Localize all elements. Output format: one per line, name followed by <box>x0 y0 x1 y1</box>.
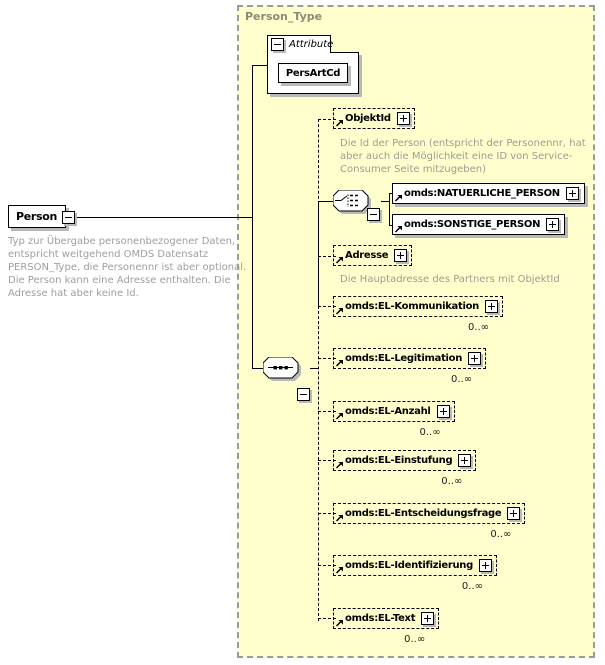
person-type-title: Person_Type <box>245 10 323 23</box>
stub-choice <box>318 201 333 202</box>
reference-arrow-icon <box>335 462 343 469</box>
element-sonstige-person-label: omds:SONSTIGE_PERSON <box>404 219 541 230</box>
element-el-identifizierung-wrap: omds:EL-Identifizierung 0..∞ <box>333 555 500 592</box>
reference-arrow-icon <box>335 567 343 574</box>
choice-compositor-icon <box>332 189 371 214</box>
person-collapse-icon[interactable] <box>62 211 75 224</box>
reference-arrow-icon <box>335 413 343 420</box>
element-el-entscheidungsfrage-label: omds:EL-Entscheidungsfrage <box>345 508 502 519</box>
element-natuerliche-person-label: omds:NATUERLICHE_PERSON <box>404 188 560 199</box>
stub-el-kommunikation <box>318 306 336 307</box>
choice-compositor <box>332 189 374 221</box>
expand-icon[interactable] <box>546 218 560 231</box>
element-el-anzahl-label: omds:EL-Anzahl <box>345 406 431 417</box>
attribute-persartcd-label: PersArtCd <box>285 67 341 79</box>
connector-children-lower <box>318 306 319 621</box>
choice-collapse-icon[interactable] <box>367 208 380 221</box>
element-el-entscheidungsfrage[interactable]: omds:EL-Entscheidungsfrage <box>333 503 529 527</box>
element-objektid-label: ObjektId <box>345 113 391 124</box>
connector-trunk-vertical <box>252 65 253 368</box>
expand-icon[interactable] <box>436 405 450 418</box>
element-el-legitimation-wrap: omds:EL-Legitimation 0..∞ <box>333 348 490 385</box>
element-sonstige-person[interactable]: omds:SONSTIGE_PERSON <box>392 214 566 235</box>
occurrence-label: 0..∞ <box>490 529 512 540</box>
attribute-group-tab: Attribute <box>267 35 334 53</box>
expand-icon[interactable] <box>394 249 408 262</box>
reference-arrow-icon <box>394 226 402 233</box>
occurrence-label: 0..∞ <box>451 374 473 385</box>
sequence-compositor-icon <box>262 356 301 381</box>
connector-sequence-out <box>310 368 319 369</box>
element-el-identifizierung-label: omds:EL-Identifizierung <box>345 560 473 571</box>
occurrence-label: 0..∞ <box>419 427 441 438</box>
reference-arrow-icon <box>335 620 343 627</box>
element-el-kommunikation[interactable]: omds:EL-Kommunikation <box>333 296 506 320</box>
reference-arrow-icon <box>335 120 343 127</box>
connector-children-upper <box>318 119 319 204</box>
stub-el-text <box>318 618 336 619</box>
element-el-identifizierung[interactable]: omds:EL-Identifizierung <box>333 555 500 579</box>
sequence-compositor <box>262 356 304 388</box>
element-el-legitimation-label: omds:EL-Legitimation <box>345 353 463 364</box>
reference-arrow-icon <box>335 360 343 367</box>
stub-el-identifizierung <box>318 565 336 566</box>
element-objektid[interactable]: ObjektId <box>333 108 415 129</box>
occurrence-label: 0..∞ <box>467 322 489 333</box>
element-el-entscheidungsfrage-wrap: omds:EL-Entscheidungsfrage 0..∞ <box>333 503 529 540</box>
element-natuerliche-person[interactable]: omds:NATUERLICHE_PERSON <box>392 183 585 204</box>
element-el-einstufung-label: omds:EL-Einstufung <box>345 455 453 466</box>
stub-adresse <box>318 256 336 257</box>
element-el-text-wrap: omds:EL-Text 0..∞ <box>333 608 443 645</box>
element-adresse[interactable]: Adresse <box>333 245 413 266</box>
attribute-persartcd[interactable]: PersArtCd <box>278 63 348 83</box>
attribute-collapse-icon[interactable] <box>271 38 284 51</box>
occurrence-label: 0..∞ <box>441 476 463 487</box>
expand-icon[interactable] <box>421 612 435 625</box>
element-person-label: Person <box>16 210 58 223</box>
occurrence-label: 0..∞ <box>461 581 483 592</box>
occurrence-label: 0..∞ <box>404 634 426 645</box>
expand-icon[interactable] <box>565 187 579 200</box>
objektid-annotation: Die Id der Person (entspricht der Person… <box>340 138 586 175</box>
reference-arrow-icon <box>335 308 343 315</box>
element-el-kommunikation-label: omds:EL-Kommunikation <box>345 301 479 312</box>
element-person[interactable]: Person <box>8 205 66 228</box>
element-el-anzahl-wrap: omds:EL-Anzahl 0..∞ <box>333 401 458 438</box>
person-type-container <box>237 5 595 658</box>
connector-branch-top <box>389 193 393 194</box>
connector-choice-branch <box>389 193 390 225</box>
expand-icon[interactable] <box>396 112 410 125</box>
attribute-group-label: Attribute <box>289 39 334 50</box>
expand-icon[interactable] <box>507 507 521 520</box>
element-el-legitimation[interactable]: omds:EL-Legitimation <box>333 348 490 372</box>
connector-to-attributes <box>252 65 267 66</box>
connector-children-mid <box>318 201 319 306</box>
element-el-kommunikation-wrap: omds:EL-Kommunikation 0..∞ <box>333 296 506 333</box>
adresse-annotation: Die Hauptadresse des Partners mit Objekt… <box>340 274 560 285</box>
element-adresse-label: Adresse <box>345 250 389 261</box>
expand-icon[interactable] <box>458 454 472 467</box>
stub-el-anzahl <box>318 411 336 412</box>
element-el-einstufung[interactable]: omds:EL-Einstufung <box>333 450 480 474</box>
stub-el-legitimation <box>318 358 336 359</box>
connector-to-sequence <box>252 368 263 369</box>
expand-icon[interactable] <box>485 300 498 313</box>
connector-branch-bottom <box>389 225 393 226</box>
sequence-collapse-icon[interactable] <box>297 388 310 401</box>
element-el-text[interactable]: omds:EL-Text <box>333 608 443 632</box>
expand-icon[interactable] <box>468 352 482 365</box>
stub-el-einstufung <box>318 460 336 461</box>
reference-arrow-icon <box>335 515 343 522</box>
reference-arrow-icon <box>335 257 343 264</box>
connector-person-trunk <box>76 217 252 218</box>
connector-choice-out <box>381 201 390 202</box>
expand-icon[interactable] <box>478 559 492 572</box>
stub-objektid <box>318 119 336 120</box>
element-el-einstufung-wrap: omds:EL-Einstufung 0..∞ <box>333 450 480 487</box>
person-annotation: Typ zur Übergabe personenbezogener Daten… <box>8 236 247 299</box>
reference-arrow-icon <box>394 195 402 202</box>
element-el-text-label: omds:EL-Text <box>345 613 416 624</box>
stub-el-entscheidungsfrage <box>318 513 336 514</box>
element-el-anzahl[interactable]: omds:EL-Anzahl <box>333 401 458 425</box>
